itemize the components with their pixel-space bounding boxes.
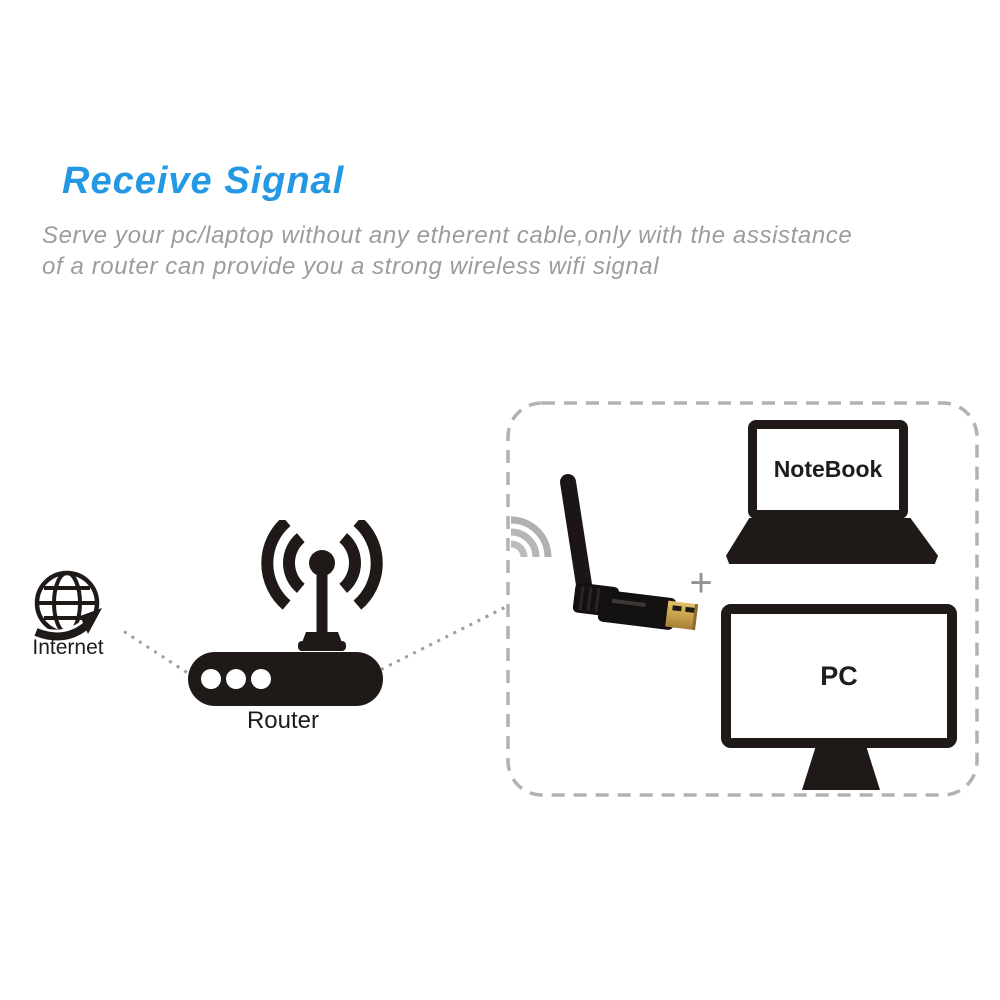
pc-label: PC	[820, 660, 858, 691]
globe-with-arrow-icon	[33, 570, 102, 643]
usb-wifi-adapter-image	[560, 474, 699, 631]
page-title: Receive Signal	[62, 160, 345, 202]
notebook-icon: NoteBook	[748, 420, 908, 519]
subtitle-line-1: Serve your pc/laptop without any etheren…	[42, 222, 853, 249]
router-label: Router	[246, 707, 320, 734]
router-antenna	[298, 550, 346, 651]
arrow-head	[80, 608, 102, 634]
pc-stand	[802, 748, 880, 790]
internet-label: Internet	[32, 636, 104, 659]
subtitle: Serve your pc/laptop without any etheren…	[42, 220, 962, 282]
router-indicator-dots	[201, 669, 271, 689]
router-signal-arcs	[261, 520, 383, 610]
wifi-router-icon	[188, 520, 383, 706]
notebook-base	[726, 518, 938, 564]
notebook-label: NoteBook	[773, 456, 883, 482]
wifi-signal-icon	[510, 516, 552, 558]
plus-sign: +	[689, 560, 713, 605]
adapter-body	[572, 582, 699, 631]
router-body	[188, 652, 383, 706]
dotted-line-router-to-box	[380, 605, 506, 671]
dashed-group-box	[506, 401, 979, 797]
pc-icon: PC	[721, 604, 957, 748]
dotted-line-internet-to-router	[123, 630, 191, 676]
subtitle-line-2: of a router can provide you a strong wir…	[42, 253, 660, 280]
